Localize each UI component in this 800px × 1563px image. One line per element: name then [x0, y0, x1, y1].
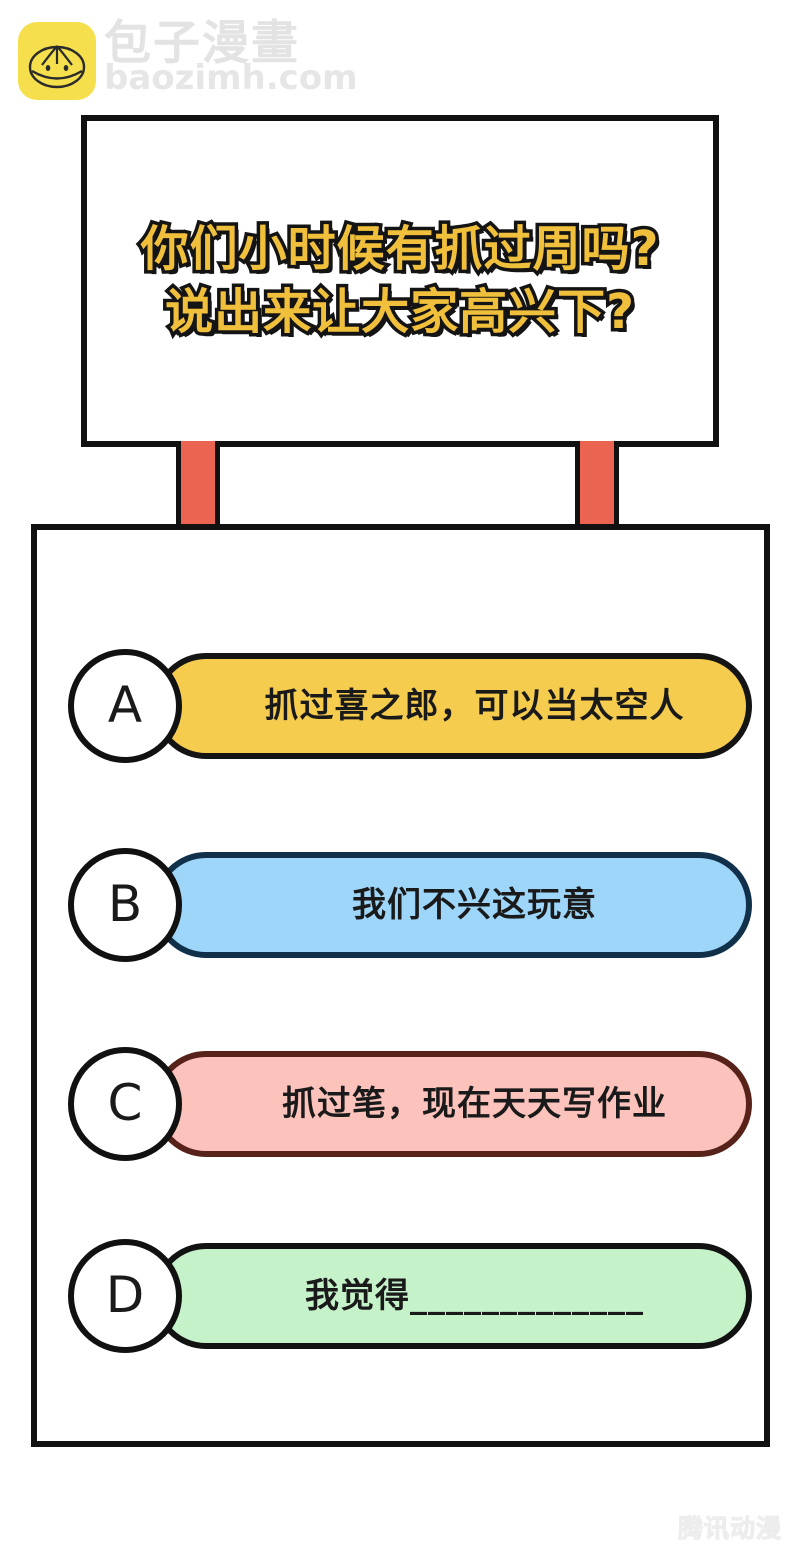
- site-watermark: 包子漫畫 baozimh.com: [18, 20, 358, 100]
- option-letter-c: C: [107, 1074, 143, 1132]
- option-badge-b[interactable]: B: [68, 848, 182, 962]
- question-signboard: 你们小时候有抓过周吗? 说出来让大家高兴下?: [81, 115, 719, 447]
- option-label-c: 抓过笔，现在天天写作业: [282, 1084, 667, 1124]
- baozi-logo: [18, 22, 96, 100]
- question-line-1: 你们小时候有抓过周吗?: [137, 217, 662, 280]
- option-pill-d[interactable]: 我觉得_____________: [153, 1243, 752, 1349]
- option-letter-b: B: [107, 875, 143, 933]
- option-badge-c[interactable]: C: [68, 1047, 182, 1161]
- option-label-d: 我觉得_____________: [305, 1276, 644, 1316]
- question-line-2: 说出来让大家高兴下?: [162, 280, 638, 343]
- watermark-brand-en: baozimh.com: [104, 58, 358, 98]
- watermark-brand-cn: 包子漫畫: [104, 16, 300, 71]
- option-pill-c[interactable]: 抓过笔，现在天天写作业: [153, 1051, 752, 1157]
- option-row[interactable]: 我们不兴这玩意 B: [68, 848, 752, 962]
- option-letter-d: D: [105, 1266, 145, 1324]
- option-row[interactable]: 抓过笔，现在天天写作业 C: [68, 1047, 752, 1161]
- answer-options-panel: 抓过喜之郎，可以当太空人 A 我们不兴这玩意 B 抓过笔，现在天天写作业 C: [31, 524, 770, 1447]
- option-row[interactable]: 我觉得_____________ D: [68, 1239, 752, 1353]
- option-letter-a: A: [107, 676, 143, 734]
- signboard-leg-left: [176, 441, 220, 533]
- option-row[interactable]: 抓过喜之郎，可以当太空人 A: [68, 649, 752, 763]
- option-label-a: 抓过喜之郎，可以当太空人: [264, 686, 685, 726]
- publisher-watermark: 腾讯动漫: [677, 1514, 782, 1544]
- option-pill-a[interactable]: 抓过喜之郎，可以当太空人: [153, 653, 752, 759]
- option-badge-d[interactable]: D: [68, 1239, 182, 1353]
- option-pill-b[interactable]: 我们不兴这玩意: [153, 852, 752, 958]
- watermark-text: 包子漫畫 baozimh.com: [104, 20, 358, 95]
- option-label-b: 我们不兴这玩意: [352, 885, 597, 925]
- baozi-bun-icon: [28, 44, 86, 88]
- signboard-leg-right: [575, 441, 619, 533]
- option-badge-a[interactable]: A: [68, 649, 182, 763]
